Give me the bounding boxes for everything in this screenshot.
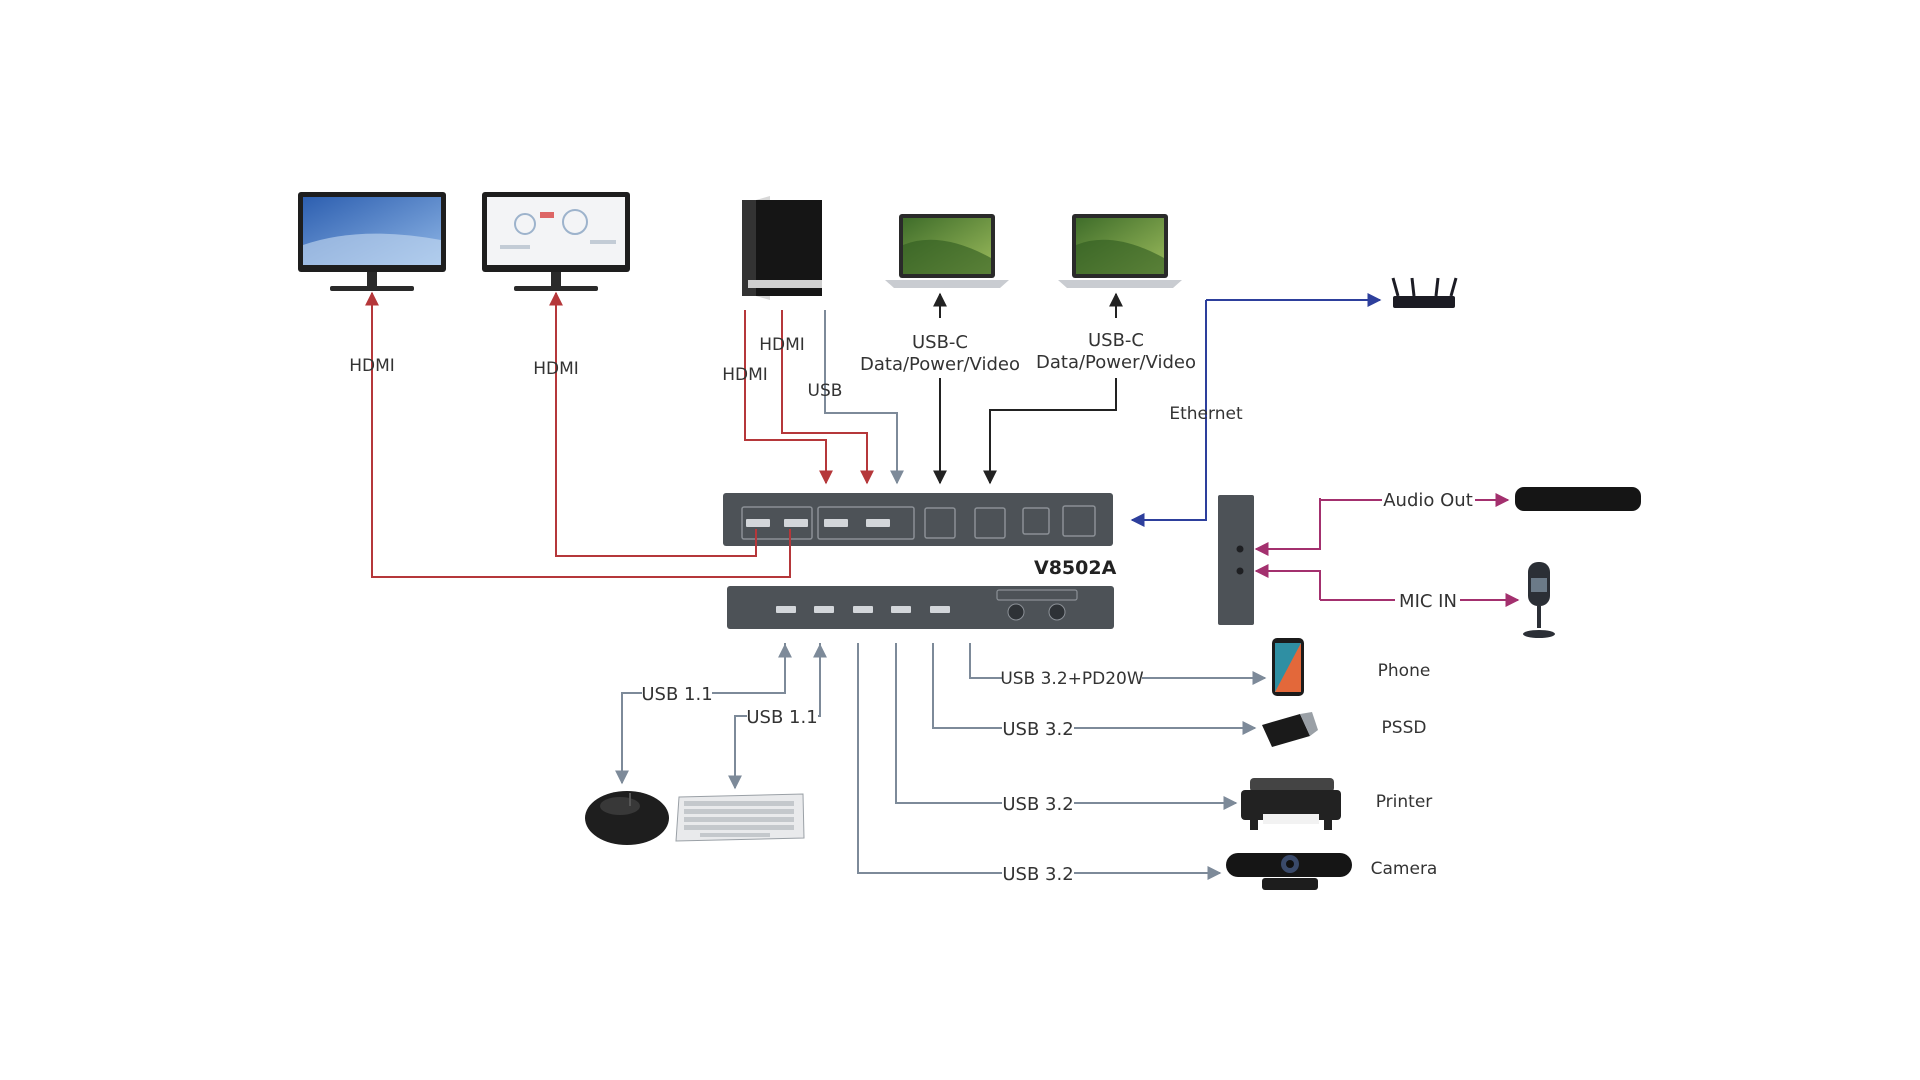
hdmi-line-monitor-2 (549, 291, 757, 557)
label-usbc-1-line2: Data/Power/Video (860, 354, 1020, 375)
usb32-line-printer (895, 643, 1002, 804)
label-ethernet: Ethernet (1169, 404, 1243, 424)
mic-in-line-device (1254, 564, 1321, 600)
hdmi-connections (365, 291, 874, 578)
label-hdmi-monitor-1: HDMI (349, 356, 395, 376)
label-hdmi-pc-b: HDMI (759, 335, 805, 355)
laptop-icon (1058, 214, 1182, 288)
label-usbc-1-line1: USB-C (912, 332, 968, 353)
label-usb32-pssd: USB 3.2 (1002, 719, 1073, 740)
label-hdmi-pc-a: HDMI (722, 365, 768, 385)
kvm-rear-panel (727, 586, 1114, 629)
usb-rear-connections (615, 643, 1267, 880)
microphone-icon (1523, 562, 1555, 638)
usbc-line-2-down (983, 378, 1117, 485)
label-usbc-2-line2: Data/Power/Video (1036, 352, 1196, 373)
phone-icon (1272, 638, 1304, 696)
label-usb32-printer: USB 3.2 (1002, 794, 1073, 815)
pssd-icon (1262, 712, 1318, 747)
usb11-line-mouse (712, 643, 786, 694)
usb32-line-pssd (932, 643, 1002, 729)
monitor-icon (298, 192, 446, 291)
mouse-icon (585, 791, 669, 845)
ethernet-line (1130, 300, 1207, 527)
soundbar-icon (1515, 487, 1641, 511)
label-usb-pc: USB (808, 381, 843, 401)
label-usb32pd: USB 3.2+PD20W (1000, 669, 1144, 689)
hdmi-line-pc-b (781, 310, 874, 485)
usb32pd-line-phone (969, 643, 1002, 679)
audio-side-panel (1218, 495, 1254, 625)
audio-out-line-device (1254, 498, 1321, 556)
label-device-phone: Phone (1378, 661, 1431, 681)
label-usb11-mouse: USB 1.1 (641, 684, 712, 705)
label-device-camera: Camera (1371, 859, 1438, 879)
label-hdmi-monitor-2: HDMI (533, 359, 579, 379)
kvm-front-panel (723, 493, 1113, 546)
label-mic-in: MIC IN (1399, 591, 1457, 612)
monitor-icon (482, 192, 630, 291)
label-usb11-keyboard: USB 1.1 (746, 707, 817, 728)
audio-connections (1254, 493, 1520, 607)
printer-icon (1241, 778, 1341, 830)
device-model: V8502A (1034, 557, 1117, 579)
laptop-icon (885, 214, 1009, 288)
camera-icon (1226, 853, 1352, 890)
label-device-printer: Printer (1376, 792, 1433, 812)
hdmi-line-monitor-1 (365, 291, 791, 578)
usb32-line-camera (857, 643, 1002, 874)
keyboard-icon (675, 793, 805, 842)
router-icon (1391, 277, 1458, 308)
label-usbc-2-line1: USB-C (1088, 330, 1144, 351)
desktop-pc-icon (742, 196, 822, 300)
usb-line-pc (824, 310, 904, 485)
hdmi-line-pc-a (744, 310, 833, 485)
label-usb32-camera: USB 3.2 (1002, 864, 1073, 885)
usbc-connections (933, 292, 1123, 485)
label-audio-out: Audio Out (1383, 490, 1473, 511)
label-device-pssd: PSSD (1382, 718, 1427, 738)
